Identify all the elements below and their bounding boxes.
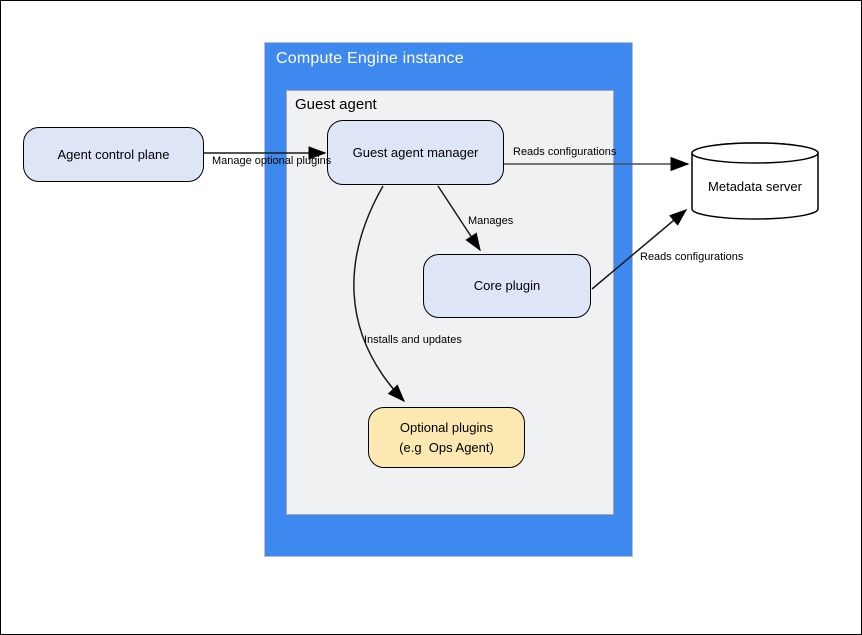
- node-guest-agent-manager: Guest agent manager: [327, 120, 504, 185]
- optional-plugins-label: Optional plugins (e.g Ops Agent): [399, 419, 494, 455]
- node-metadata-server: Metadata server: [689, 141, 821, 221]
- cylinder-icon: [691, 142, 819, 220]
- guest-agent-manager-label: Guest agent manager: [352, 144, 479, 160]
- metadata-server-label: Metadata server: [708, 178, 802, 194]
- core-plugin-label: Core plugin: [473, 278, 541, 293]
- edge-label-reads-configurations-core: Reads configurations: [640, 251, 744, 263]
- edge-label-reads-configurations-manager: Reads configurations: [513, 146, 617, 158]
- node-optional-plugins: Optional plugins (e.g Ops Agent): [368, 407, 525, 468]
- agent-control-plane-label: Agent control plane: [57, 146, 170, 162]
- guest-agent-title: Guest agent: [295, 96, 377, 113]
- edge-label-installs-and-updates: Installs and updates: [364, 334, 462, 346]
- edge-label-manage-optional-plugins: Manage optional plugins: [212, 155, 332, 167]
- node-agent-control-plane: Agent control plane: [23, 127, 204, 182]
- node-core-plugin: Core plugin: [423, 254, 591, 318]
- compute-engine-instance-title: Compute Engine instance: [276, 50, 464, 67]
- edge-label-manages: Manages: [468, 215, 514, 227]
